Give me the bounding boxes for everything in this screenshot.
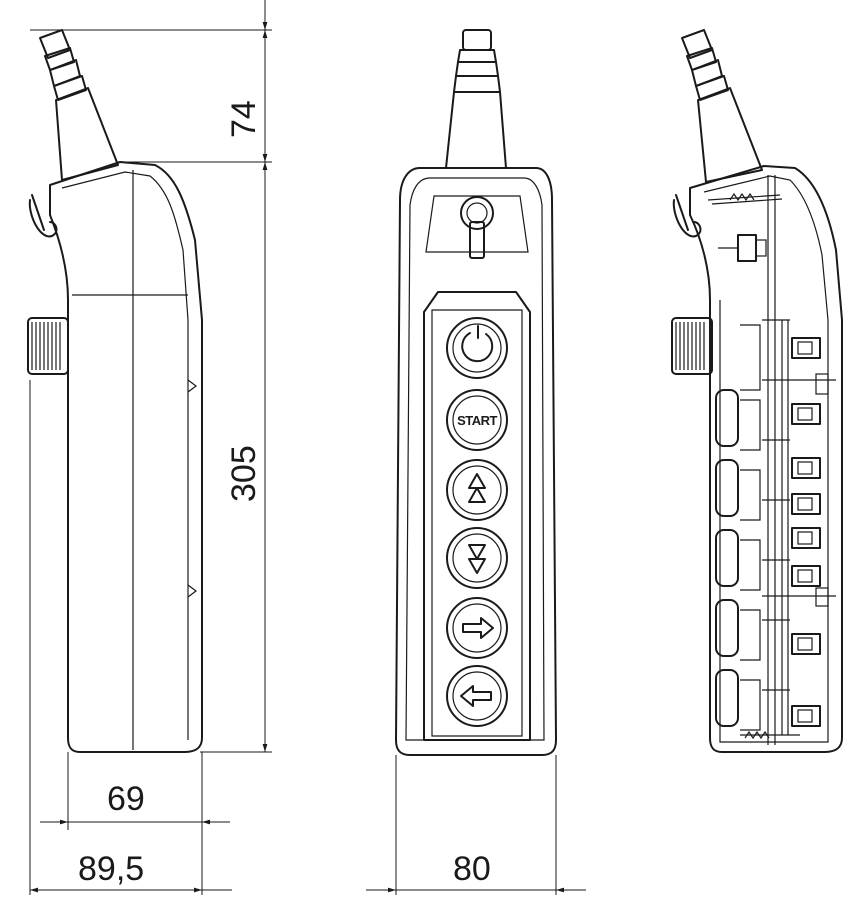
front-body-outline [395,167,557,756]
section-cable-gland [681,29,763,183]
right-button[interactable] [446,597,508,659]
right-arrow-icon [462,617,494,639]
section-button-actuators [715,324,761,731]
dim-total-height: 305 [225,445,263,502]
dim-cable-height: 74 [225,100,263,138]
power-icon [461,332,494,363]
down-button[interactable] [446,527,508,589]
side-body-outline [49,161,203,753]
front-view: START [395,29,557,756]
start-button-label: START [457,413,497,428]
emergency-stop-button[interactable] [446,317,508,379]
side-knob [27,317,69,375]
dim-body-depth: 69 [107,780,145,818]
section-view [671,29,843,753]
dim-front-width: 80 [453,850,491,888]
side-cable-gland [39,29,119,181]
front-dimensions: 80 [366,755,586,895]
section-key-switch [718,234,767,262]
double-down-arrow-icon [468,544,486,574]
start-button[interactable]: START [446,389,508,451]
section-contact-blocks [791,337,821,727]
section-knob [671,317,713,375]
side-hanging-clip [28,194,58,238]
left-button[interactable] [446,665,508,727]
side-dimensions: 74 305 69 89,5 [29,0,272,895]
front-button-panel [423,291,531,741]
up-button[interactable] [446,459,508,521]
section-hanging-clip [672,194,702,238]
front-cable-gland [445,29,507,169]
section-internal-wiring [740,319,836,740]
left-arrow-icon [460,685,492,707]
dim-overall-depth: 89,5 [78,850,144,888]
side-view [27,29,203,753]
front-key-switch [460,196,494,259]
section-body-outline [689,165,843,753]
double-up-arrow-icon [468,473,486,503]
